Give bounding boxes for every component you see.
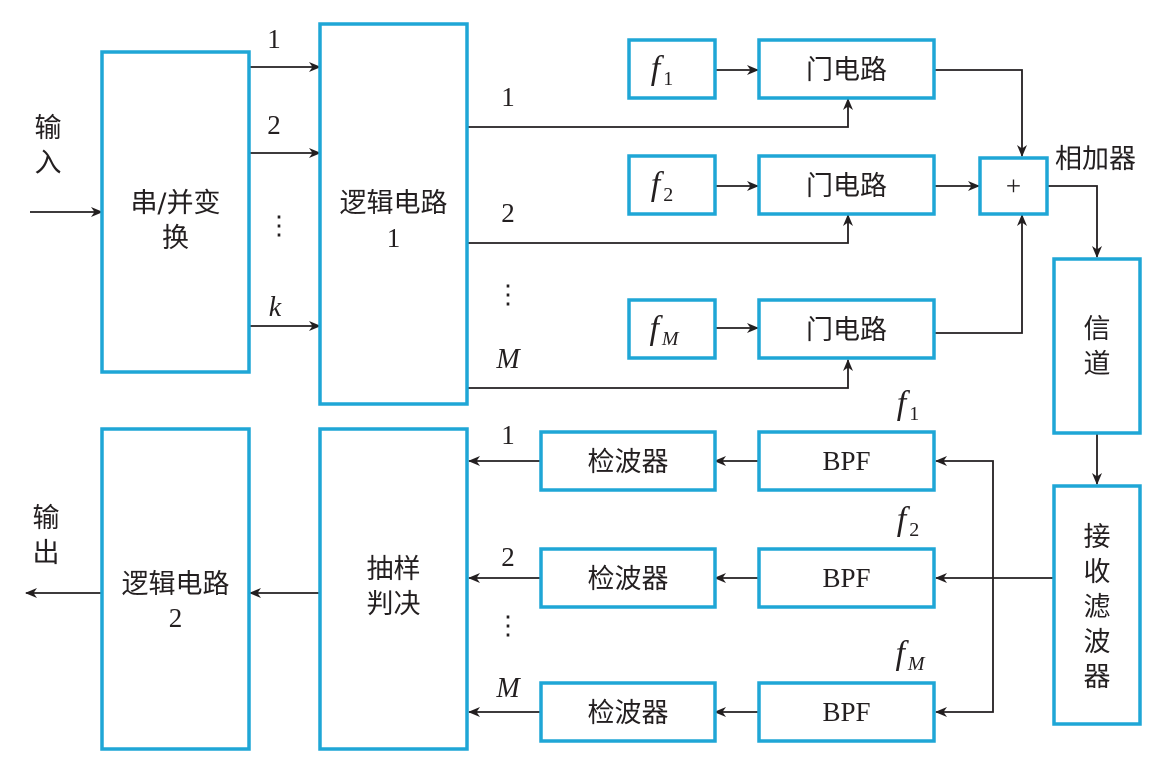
logic1-label-line2: 1 (387, 223, 401, 253)
detector1-label: 检波器 (588, 447, 669, 478)
sp-line-vdots: ⋮ (266, 211, 292, 240)
osc2-sub: 2 (663, 184, 673, 206)
logic1-line-label-1: 1 (501, 82, 515, 112)
gate1-label: 门电路 (806, 55, 887, 86)
block-bpf-2: BPF (757, 547, 936, 609)
sample-decide-label-line2: 判决 (367, 589, 421, 620)
block-serial-parallel-converter: 串/并变 换 (100, 50, 251, 374)
serial-parallel-label-line1: 串/并变 (130, 188, 220, 219)
rx-filter-char2: 收 (1084, 557, 1111, 588)
block-detector-2: 检波器 (539, 547, 717, 609)
det-line-vdots: ⋮ (495, 611, 521, 640)
det-line-label-M: M (495, 673, 521, 704)
svg-text:f1: f1 (897, 385, 919, 425)
rx-filter-char4: 波 (1084, 627, 1111, 658)
logic1-line-vdots: ⋮ (495, 280, 521, 309)
output-label-line1: 输 (33, 503, 60, 534)
block-adder: + (978, 156, 1049, 216)
oscM-sub: M (661, 328, 680, 350)
adder-symbol: + (1006, 171, 1021, 201)
serial-parallel-label-line2: 换 (162, 223, 189, 254)
input-label-line2: 入 (35, 148, 62, 179)
input-label-line1: 输 (35, 113, 62, 144)
block-gate-circuit-2: 门电路 (757, 154, 936, 216)
block-logic-circuit-1: 逻辑电路 1 (318, 22, 469, 406)
sp-line-label-k: k (269, 292, 282, 323)
adder-label: 相加器 (1055, 144, 1136, 175)
block-sample-decide: 抽样 判决 (318, 427, 469, 751)
rx-filter-char1: 接 (1084, 522, 1111, 553)
svg-text:f2: f2 (897, 501, 919, 541)
block-logic-circuit-2: 逻辑电路 2 (100, 427, 251, 751)
channel-label-line2: 道 (1084, 349, 1111, 380)
output-label-line2: 出 (33, 538, 60, 569)
logic2-label-line2: 2 (169, 603, 183, 633)
block-detector-M: 检波器 (539, 681, 717, 743)
sp-line-label-1: 1 (267, 24, 281, 54)
gateM-label: 门电路 (806, 315, 887, 346)
block-gate-circuit-1: 门电路 (757, 38, 936, 100)
logic1-line-label-M: M (495, 344, 521, 375)
rx-filter-char5: 器 (1084, 662, 1111, 693)
svg-text:fM: fM (895, 635, 925, 675)
detectorM-label: 检波器 (588, 698, 669, 729)
block-bpf-1: BPF (757, 430, 936, 492)
block-detector-1: 检波器 (539, 430, 717, 492)
logic2-label-line1: 逻辑电路 (122, 569, 230, 600)
channel-label-line1: 信 (1084, 314, 1111, 345)
osc1-sub: 1 (663, 68, 673, 90)
block-channel: 信 道 (1052, 257, 1142, 435)
bpf1-freq-sub: 1 (909, 403, 919, 425)
detector2-label: 检波器 (588, 564, 669, 595)
det-line-label-1: 1 (501, 420, 515, 450)
bpf1-label: BPF (822, 446, 870, 476)
connection-lines (25, 62, 1102, 717)
bpf2-freq-sub: 2 (909, 519, 919, 541)
logic1-line-label-2: 2 (501, 198, 515, 228)
bpfM-label: BPF (822, 697, 870, 727)
bpf2-label: BPF (822, 563, 870, 593)
block-bpf-M: BPF (757, 681, 936, 743)
gate2-label: 门电路 (806, 171, 887, 202)
bpfM-freq-sub: M (907, 653, 926, 675)
logic1-label-line1: 逻辑电路 (340, 188, 448, 219)
rx-filter-char3: 滤 (1084, 592, 1111, 623)
block-gate-circuit-M: 门电路 (757, 298, 936, 360)
sample-decide-label-line1: 抽样 (367, 554, 421, 585)
block-receive-filter: 接 收 滤 波 器 (1052, 484, 1142, 726)
det-line-label-2: 2 (501, 542, 515, 572)
sp-line-label-2: 2 (267, 110, 281, 140)
